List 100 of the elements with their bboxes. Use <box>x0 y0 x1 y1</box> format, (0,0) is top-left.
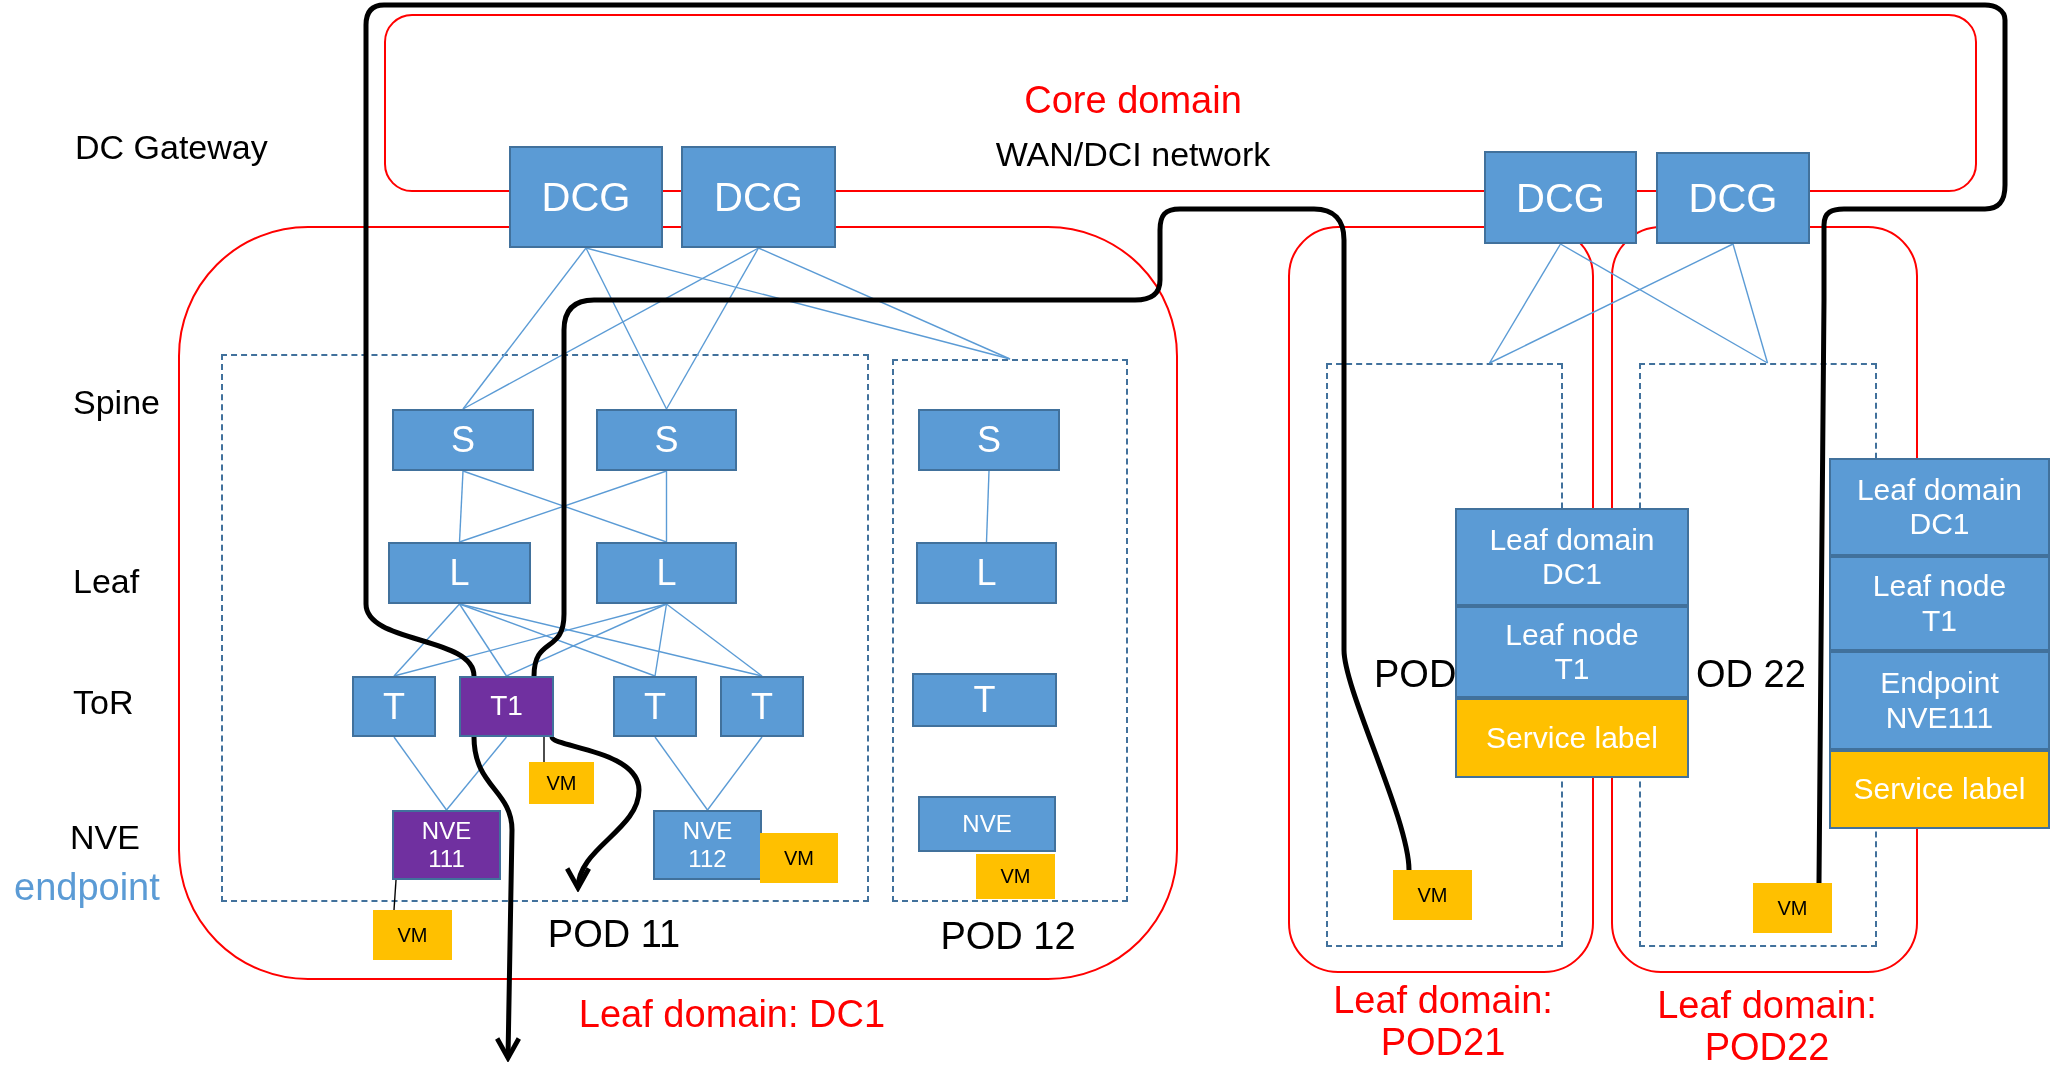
node-label: WAN/DCI network <box>995 136 1271 174</box>
row-label: DC Gateway <box>75 128 268 167</box>
node-label: T <box>383 685 405 728</box>
node-label: Leaf domain: POD22 <box>1656 985 1878 1069</box>
node-label: Service label <box>1853 772 2026 807</box>
switch-box <box>388 542 531 604</box>
node-label: T <box>644 685 666 728</box>
link-line <box>1559 243 1769 364</box>
node-label: VM <box>1000 865 1031 888</box>
row-label: endpoint <box>14 866 160 909</box>
switch-box <box>613 676 697 737</box>
link-line <box>458 603 763 677</box>
node-label: POD 11 <box>547 914 681 956</box>
switch-box <box>912 673 1057 727</box>
header-stack-tooltip <box>1455 508 1689 606</box>
link-line <box>1488 243 1734 364</box>
switch-box <box>352 676 436 737</box>
node-label: Leaf node T1 <box>1504 617 1640 687</box>
row-label: ToR <box>73 683 134 722</box>
node-label: Core domain <box>1024 80 1242 122</box>
vm-box <box>529 762 594 804</box>
node-label: DCG <box>714 174 803 220</box>
node-label: DCG <box>1516 174 1605 221</box>
node-label: VM <box>397 923 428 947</box>
header-stack-tooltip <box>1829 651 2050 750</box>
node-label: Leaf node T1 <box>1871 569 2008 638</box>
link-line <box>757 247 1011 360</box>
header-stack-tooltip <box>1455 606 1689 698</box>
link-line <box>445 736 508 811</box>
link-line <box>1732 243 1769 364</box>
vm-box <box>373 910 452 960</box>
switch-box <box>596 409 737 471</box>
node-label: T <box>751 685 773 728</box>
node-label: Leaf domain DC1 <box>1855 472 2024 542</box>
row-label: NVE <box>70 818 140 857</box>
link-line <box>458 603 508 677</box>
node-label: S <box>977 419 1001 461</box>
link-line <box>654 736 709 811</box>
link-line <box>665 247 760 410</box>
link-line <box>706 736 763 811</box>
switch-box <box>918 409 1060 471</box>
vm-box <box>976 854 1055 899</box>
node-label: VM <box>1417 883 1448 907</box>
link-line <box>543 736 545 763</box>
row-label: Leaf <box>73 562 140 601</box>
node-label: VM <box>1777 896 1808 920</box>
gateway-box <box>681 146 836 248</box>
header-stack-tooltip <box>1829 458 2050 556</box>
traffic-arrow <box>471 736 522 1061</box>
link-line <box>585 247 668 410</box>
node-label: S <box>451 419 475 461</box>
gateway-box <box>1484 151 1637 244</box>
traffic-arrow <box>550 735 642 891</box>
node-label: Endpoint NVE111 <box>1879 666 2000 735</box>
node-label: NVE 111 <box>420 817 473 873</box>
node-label: Service label <box>1486 720 1658 756</box>
node-label: OD 22 <box>1696 654 1806 696</box>
header-stack-tooltip <box>1829 750 2050 829</box>
link-line <box>505 603 668 677</box>
gateway-box <box>1656 152 1810 244</box>
node-label: L <box>976 552 997 594</box>
switch-box <box>596 542 737 604</box>
node-label: VM <box>546 771 577 795</box>
switch-box <box>720 676 804 737</box>
node-label: Leaf domain DC1 <box>1488 522 1656 592</box>
node-label: L <box>449 552 470 594</box>
node-label: L <box>656 552 677 594</box>
node-label: T <box>973 679 996 721</box>
link-line <box>462 247 760 410</box>
row-label: Spine <box>73 383 160 422</box>
link-line <box>393 879 397 911</box>
nve-box <box>392 810 501 880</box>
node-label: DCG <box>1688 175 1778 221</box>
link-line <box>665 470 668 543</box>
vm-box <box>1393 870 1472 920</box>
node-label: S <box>654 419 679 461</box>
vm-box <box>760 833 838 883</box>
traffic-path <box>531 206 1412 871</box>
link-line <box>985 470 990 543</box>
node-label: VM <box>784 846 814 870</box>
link-line <box>654 603 668 677</box>
node-label: DCG <box>541 174 631 220</box>
link-line <box>393 736 448 811</box>
header-stack-tooltip <box>1829 556 2050 651</box>
nve-box <box>918 796 1056 852</box>
node-label: NVE <box>962 810 1012 838</box>
traffic-path <box>363 2 2008 883</box>
header-stack-tooltip <box>1455 698 1689 778</box>
gateway-box <box>509 146 663 248</box>
switch-box <box>392 409 534 471</box>
node-label: Leaf domain: DC1 <box>578 994 886 1036</box>
vm-box <box>1753 883 1832 933</box>
link-line <box>458 470 464 543</box>
link-line <box>665 603 763 677</box>
node-label: NVE 112 <box>681 817 734 873</box>
link-line <box>462 247 587 410</box>
link-line <box>1488 243 1562 364</box>
node-label: Leaf domain: POD21 <box>1332 980 1554 1064</box>
nve-box <box>653 810 762 880</box>
switch-box <box>459 676 554 737</box>
